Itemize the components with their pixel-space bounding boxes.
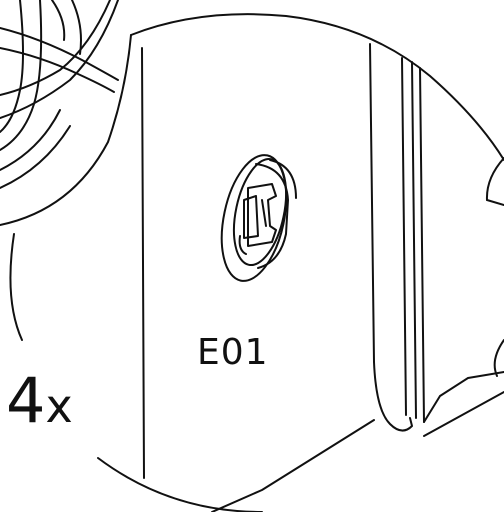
cam-lock-fitting xyxy=(220,154,297,282)
right-detail-callout xyxy=(485,157,504,377)
quantity-multiplier: x xyxy=(45,379,73,433)
main-detail-circle xyxy=(0,13,504,512)
quantity-number: 4 xyxy=(6,364,46,437)
cabinet-panel xyxy=(141,43,504,512)
part-code-label: E01 xyxy=(197,332,269,373)
top-left-detail-callout xyxy=(0,0,119,189)
quantity-label: 4x xyxy=(6,370,73,432)
